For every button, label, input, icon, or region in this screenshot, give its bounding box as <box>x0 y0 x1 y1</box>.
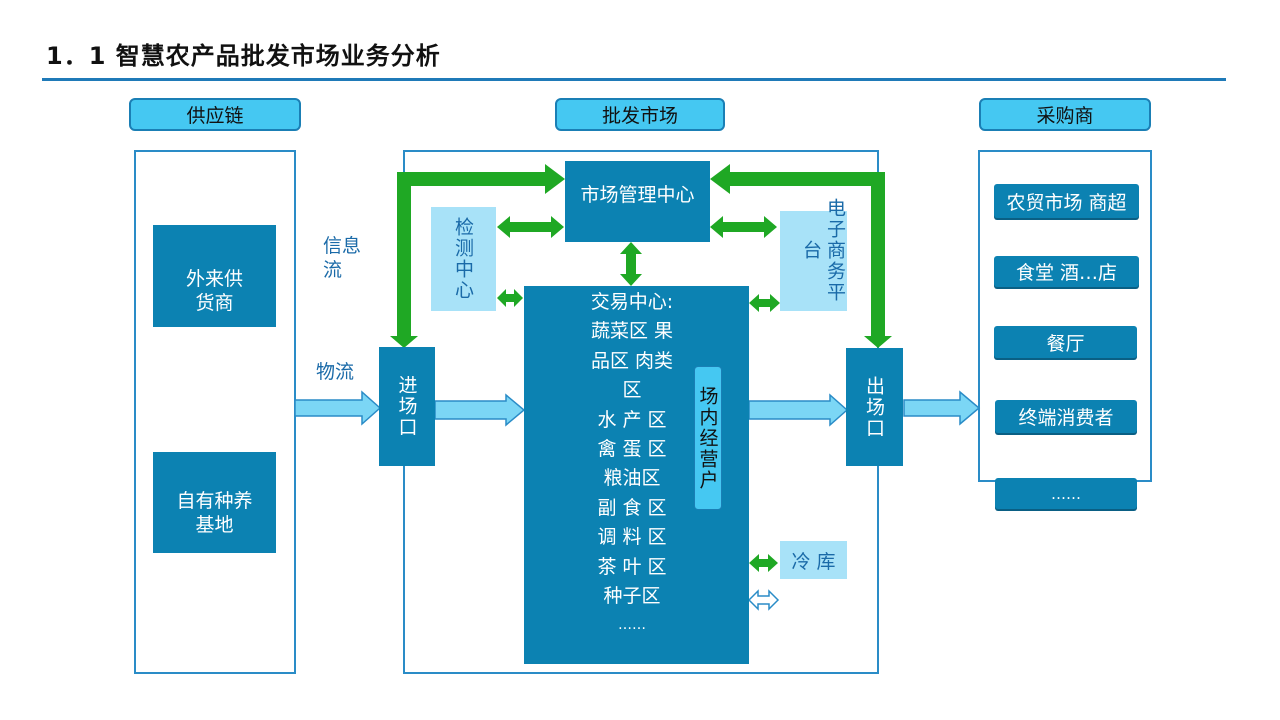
in-market-vendors: 场内经营户 <box>694 366 722 510</box>
supply-node-external-suppliers: 外来供货商 <box>153 225 276 327</box>
arrow-ecommerce-trading <box>749 294 780 312</box>
trading-zone: 区 <box>622 379 642 402</box>
title-divider <box>42 78 1226 81</box>
inspection-center: 检测中心 <box>431 207 496 311</box>
logistics-arrow-trading-to-exit <box>748 393 849 427</box>
logistics-arrow-exit-to-buyers <box>903 390 981 426</box>
cold-storage: 冷 库 <box>780 541 847 579</box>
trading-center-title: 交易中心: <box>590 291 674 313</box>
ecommerce-label: 电子商务平台 <box>800 197 846 303</box>
trading-zone: 品区 肉类 <box>590 349 674 372</box>
market-management-center: 市场管理中心 <box>565 161 710 242</box>
header-wholesale-market: 批发市场 <box>555 98 725 131</box>
supply-node-label: 外来供货商 <box>185 268 243 314</box>
trading-zone: 副 食 区 <box>597 496 667 519</box>
trading-zone: 种子区 <box>603 585 661 608</box>
info-arrow-entrance-to-mgmt <box>390 164 565 348</box>
arrow-inspection-trading <box>497 289 523 307</box>
buyer-restaurant: 餐厅 <box>994 326 1137 358</box>
arrow-mgmt-trading <box>620 242 642 286</box>
buyer-more: …… <box>995 478 1137 509</box>
entrance-gate: 进场口 <box>379 347 435 466</box>
trading-zone: 水 产 区 <box>597 408 667 431</box>
arrow-extra-trading <box>747 589 780 611</box>
supply-node-label: 自有种养基地 <box>176 489 253 536</box>
arrow-mgmt-ecommerce <box>710 216 777 238</box>
header-buyers: 采购商 <box>979 98 1151 131</box>
logistics-arrow-supply-to-entrance <box>294 390 382 426</box>
page-title: 1．1 智慧农产品批发市场业务分析 <box>46 42 441 70</box>
trading-zone: 粮油区 <box>603 467 661 490</box>
trading-zone: …… <box>618 617 646 634</box>
info-arrow-exit-to-mgmt <box>710 164 892 348</box>
trading-zone: 茶 叶 区 <box>597 555 667 578</box>
info-flow-label: 信息流 <box>323 235 362 281</box>
trading-zone: 蔬菜区 果 <box>590 320 674 343</box>
buyer-end-consumer: 终端消费者 <box>995 400 1137 433</box>
buyer-canteen-hotel: 食堂 酒…店 <box>994 256 1139 287</box>
ecommerce-platform: 电子商务平台 <box>780 198 847 311</box>
exit-gate: 出场口 <box>846 348 903 466</box>
mgmt-center-label: 市场管理中心 <box>580 183 695 206</box>
trading-zone: 禽 蛋 区 <box>597 438 667 461</box>
arrow-cold-trading <box>749 554 778 572</box>
trading-zone: 调 料 区 <box>597 526 667 549</box>
arrow-mgmt-inspection <box>497 216 564 238</box>
logistics-flow-label: 物流 <box>316 361 355 383</box>
logistics-arrow-entrance-to-trading <box>434 393 526 427</box>
buyer-farmers-market-supermarket: 农贸市场 商超 <box>994 184 1139 218</box>
header-supply-chain: 供应链 <box>129 98 301 131</box>
supply-node-own-base: 自有种养基地 <box>153 452 276 553</box>
